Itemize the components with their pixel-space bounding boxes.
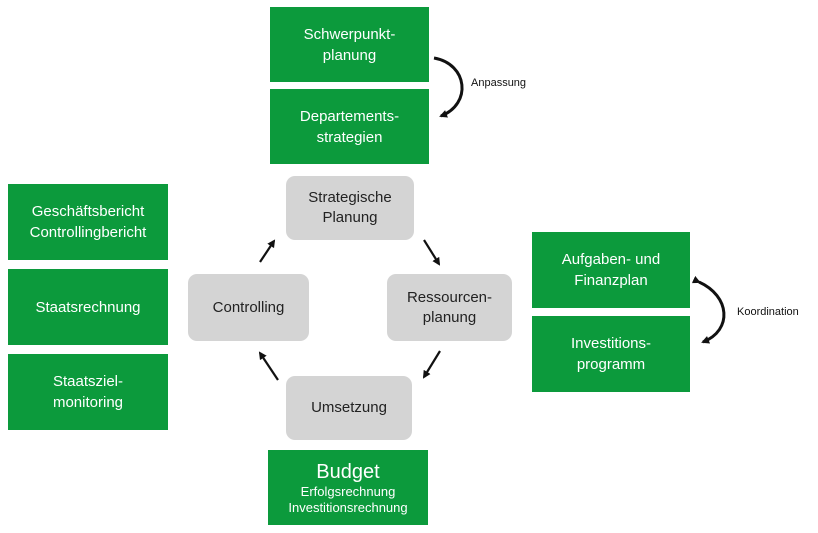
arrow-resource-to-implementation xyxy=(422,350,441,379)
arrow-anpassung xyxy=(433,56,464,118)
box-staatsrechnung-label: Staatsrechnung xyxy=(35,298,141,316)
label-anpassung: Anpassung xyxy=(471,77,527,89)
box-controlling: Controlling xyxy=(188,274,309,341)
box-departementsstrategien-line-1: Departements- xyxy=(299,107,400,125)
box-staatsrechnung: Staatsrechnung xyxy=(8,269,168,345)
box-ressourcenplanung: Ressourcen- planung xyxy=(387,274,512,341)
box-umsetzung-label: Umsetzung xyxy=(311,399,387,416)
budget-line-2: Investitionsrechnung xyxy=(288,499,408,515)
arrow-implementation-to-controlling xyxy=(258,351,279,381)
box-umsetzung: Umsetzung xyxy=(286,376,412,440)
budget-line-1: Erfolgsrechnung xyxy=(300,483,396,499)
box-staatszielmonitoring: Staatsziel- monitoring xyxy=(8,354,168,430)
box-departementsstrategien-line-2: strategien xyxy=(316,128,383,146)
box-staatszielmonitoring-line-1: Staatsziel- xyxy=(52,373,124,390)
box-schwerpunktplanung-line-2: planung xyxy=(322,46,377,64)
box-investitionsprogramm-line-1: Investitions- xyxy=(570,335,652,352)
box-ressourcenplanung-line-1: Ressourcen- xyxy=(406,288,493,306)
arrow-strategic-to-resource xyxy=(423,239,441,266)
arrow-koordination xyxy=(691,275,726,344)
label-koordination: Koordination xyxy=(737,306,799,318)
box-strategische-planung: Strategische Planung xyxy=(286,176,414,240)
box-investitionsprogramm-line-2: programm xyxy=(576,356,646,373)
arrow-controlling-to-strategic xyxy=(259,239,276,263)
box-aufgaben-finanzplan-line-2: Finanzplan xyxy=(574,272,648,289)
box-schwerpunktplanung-line-1: Schwerpunkt- xyxy=(303,25,396,43)
budget-title: Budget xyxy=(316,460,380,483)
box-schwerpunktplanung: Schwerpunkt- planung xyxy=(270,7,429,82)
box-strategische-planung-line-2: Planung xyxy=(322,209,378,226)
box-geschaeftsbericht-line-2: Controllingbericht xyxy=(29,224,147,241)
box-departementsstrategien: Departements- strategien xyxy=(270,89,429,164)
box-controlling-label: Controlling xyxy=(212,298,285,316)
box-strategische-planung-line-1: Strategische xyxy=(308,189,392,206)
box-geschaeftsbericht-line-1: Geschäftsbericht xyxy=(31,203,145,220)
box-investitionsprogramm: Investitions- programm xyxy=(532,316,690,392)
box-aufgaben-finanzplan-line-1: Aufgaben- und xyxy=(561,251,661,268)
box-staatszielmonitoring-line-2: monitoring xyxy=(52,394,124,411)
box-budget: Budget Erfolgsrechnung Investitionsrechn… xyxy=(268,450,428,525)
box-aufgaben-finanzplan: Aufgaben- und Finanzplan xyxy=(532,232,690,308)
box-geschaeftsbericht: Geschäftsbericht Controllingbericht xyxy=(8,184,168,260)
box-ressourcenplanung-line-2: planung xyxy=(422,308,477,326)
